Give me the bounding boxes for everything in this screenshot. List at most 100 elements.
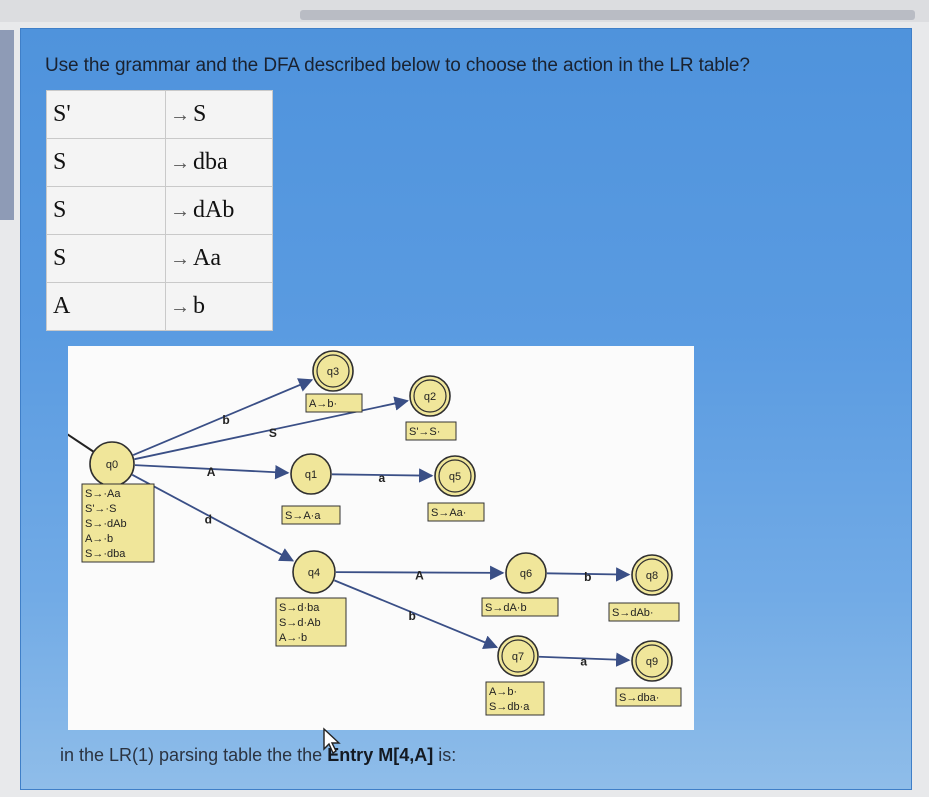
grammar-row: S'→S [46, 90, 273, 139]
state-q4: q4S→d·baS→d·AbA→·b [275, 550, 347, 647]
grammar-row: S→Aa [46, 234, 273, 283]
state-circle [292, 550, 336, 594]
state-name: q1 [305, 469, 317, 481]
state-name: q3 [327, 366, 339, 378]
transition-label: A [207, 465, 216, 479]
prompt-suffix: is: [438, 745, 457, 765]
right-arrow-icon: → [170, 200, 190, 222]
state-circle [409, 375, 451, 417]
top-strip [300, 10, 915, 20]
state-q5: q5S→Aa· [427, 455, 485, 522]
state-q7: q7A→b· S→db·a [485, 635, 545, 716]
grammar-row: A→b [46, 282, 273, 331]
lr-item: S→Aa· [431, 507, 466, 519]
grammar-rhs-cell: →Aa [165, 234, 273, 283]
grammar-row: S→dba [46, 138, 273, 187]
grammar-rhs: dba [193, 149, 228, 175]
state-name: q4 [308, 567, 320, 579]
item-set-box [427, 502, 485, 522]
state-circle [631, 640, 673, 682]
lr-item: A→·b [279, 632, 307, 644]
item-set-box [481, 597, 559, 617]
state-q3: q3A→b· [305, 350, 363, 413]
lr-item: A→b· [489, 686, 517, 698]
state-name: q8 [646, 570, 658, 582]
item-set-box [81, 483, 155, 563]
start-arrow [68, 433, 95, 453]
grammar-rhs-cell: →dAb [165, 186, 273, 235]
transition-q0-q3 [132, 378, 314, 456]
transition-q0-q1 [134, 464, 290, 480]
state-q6: q6S→dA·b [481, 552, 559, 617]
accept-ring [501, 639, 535, 673]
grammar-lhs: S [46, 138, 166, 187]
lr-item: S→dba· [619, 692, 659, 704]
prompt-prefix: in the LR(1) parsing table the the [60, 745, 323, 765]
transition-label: b [408, 609, 415, 623]
lr-item: S→d·ba [279, 602, 320, 614]
accept-ring [635, 558, 669, 592]
state-circle [434, 455, 476, 497]
transition-q4-q6 [335, 565, 505, 581]
grammar-rhs-cell: →dba [165, 138, 273, 187]
transition-label: A [415, 568, 424, 582]
state-circle [312, 350, 354, 392]
grammar-rhs-cell: →b [165, 282, 273, 331]
grammar-rhs: Aa [193, 245, 221, 271]
lr-item: S→d·Ab [279, 617, 321, 629]
state-q2: q2S'→S· [405, 375, 457, 441]
lr-item: A→b· [309, 398, 337, 410]
browser-top-bar [0, 0, 929, 22]
grammar-rhs: b [193, 293, 205, 319]
lr-item: S→db·a [489, 701, 530, 713]
state-name: q2 [424, 391, 436, 403]
question-text: Use the grammar and the DFA described be… [45, 55, 750, 76]
transition-q6-q8 [546, 567, 631, 582]
lr-item: S→dA·b [485, 602, 527, 614]
state-name: q6 [520, 568, 532, 580]
accept-ring [438, 459, 472, 493]
state-q1: q1S→A·a [281, 453, 341, 525]
lr-item: A→·b [85, 533, 113, 545]
lr-item: S'→·S [85, 503, 116, 515]
state-name: q5 [449, 471, 461, 483]
lr-item: S→dAb· [612, 607, 654, 619]
grammar-lhs: S [46, 234, 166, 283]
item-set-box [275, 597, 347, 647]
item-set-box [608, 602, 680, 622]
state-circle [290, 453, 332, 495]
right-arrow-icon: → [170, 248, 190, 270]
item-set-box [485, 681, 545, 716]
grammar-rhs: S [193, 101, 207, 127]
transition-label: a [580, 654, 587, 668]
state-circle [631, 554, 673, 596]
right-arrow-icon: → [170, 296, 190, 318]
lr-item: S'→S· [409, 426, 440, 438]
lr-item: S→·dAb [85, 518, 127, 530]
state-name: q7 [512, 651, 524, 663]
left-side-tab[interactable] [0, 30, 14, 220]
transition-label: b [222, 413, 229, 427]
lr-item: S→·Aa [85, 488, 121, 500]
transition-label: S [269, 426, 277, 440]
transition-q1-q5 [331, 468, 434, 483]
right-arrow-icon: → [170, 104, 190, 126]
grammar-lhs: S [46, 186, 166, 235]
accept-ring [316, 354, 350, 388]
state-q8: q8S→dAb· [608, 554, 680, 622]
accept-ring [413, 379, 447, 413]
transition-q4-q7 [334, 579, 499, 649]
accept-ring [635, 644, 669, 678]
state-q9: q9S→dba· [615, 640, 682, 707]
transition-q0-q4 [131, 474, 295, 562]
lr-item: S→·dba [85, 548, 126, 560]
item-set-box [281, 505, 341, 525]
transition-q7-q9 [538, 652, 631, 667]
state-circle [497, 635, 539, 677]
mouse-pointer-icon [322, 727, 344, 760]
prompt-entry: Entry M[4,A] [327, 745, 434, 765]
